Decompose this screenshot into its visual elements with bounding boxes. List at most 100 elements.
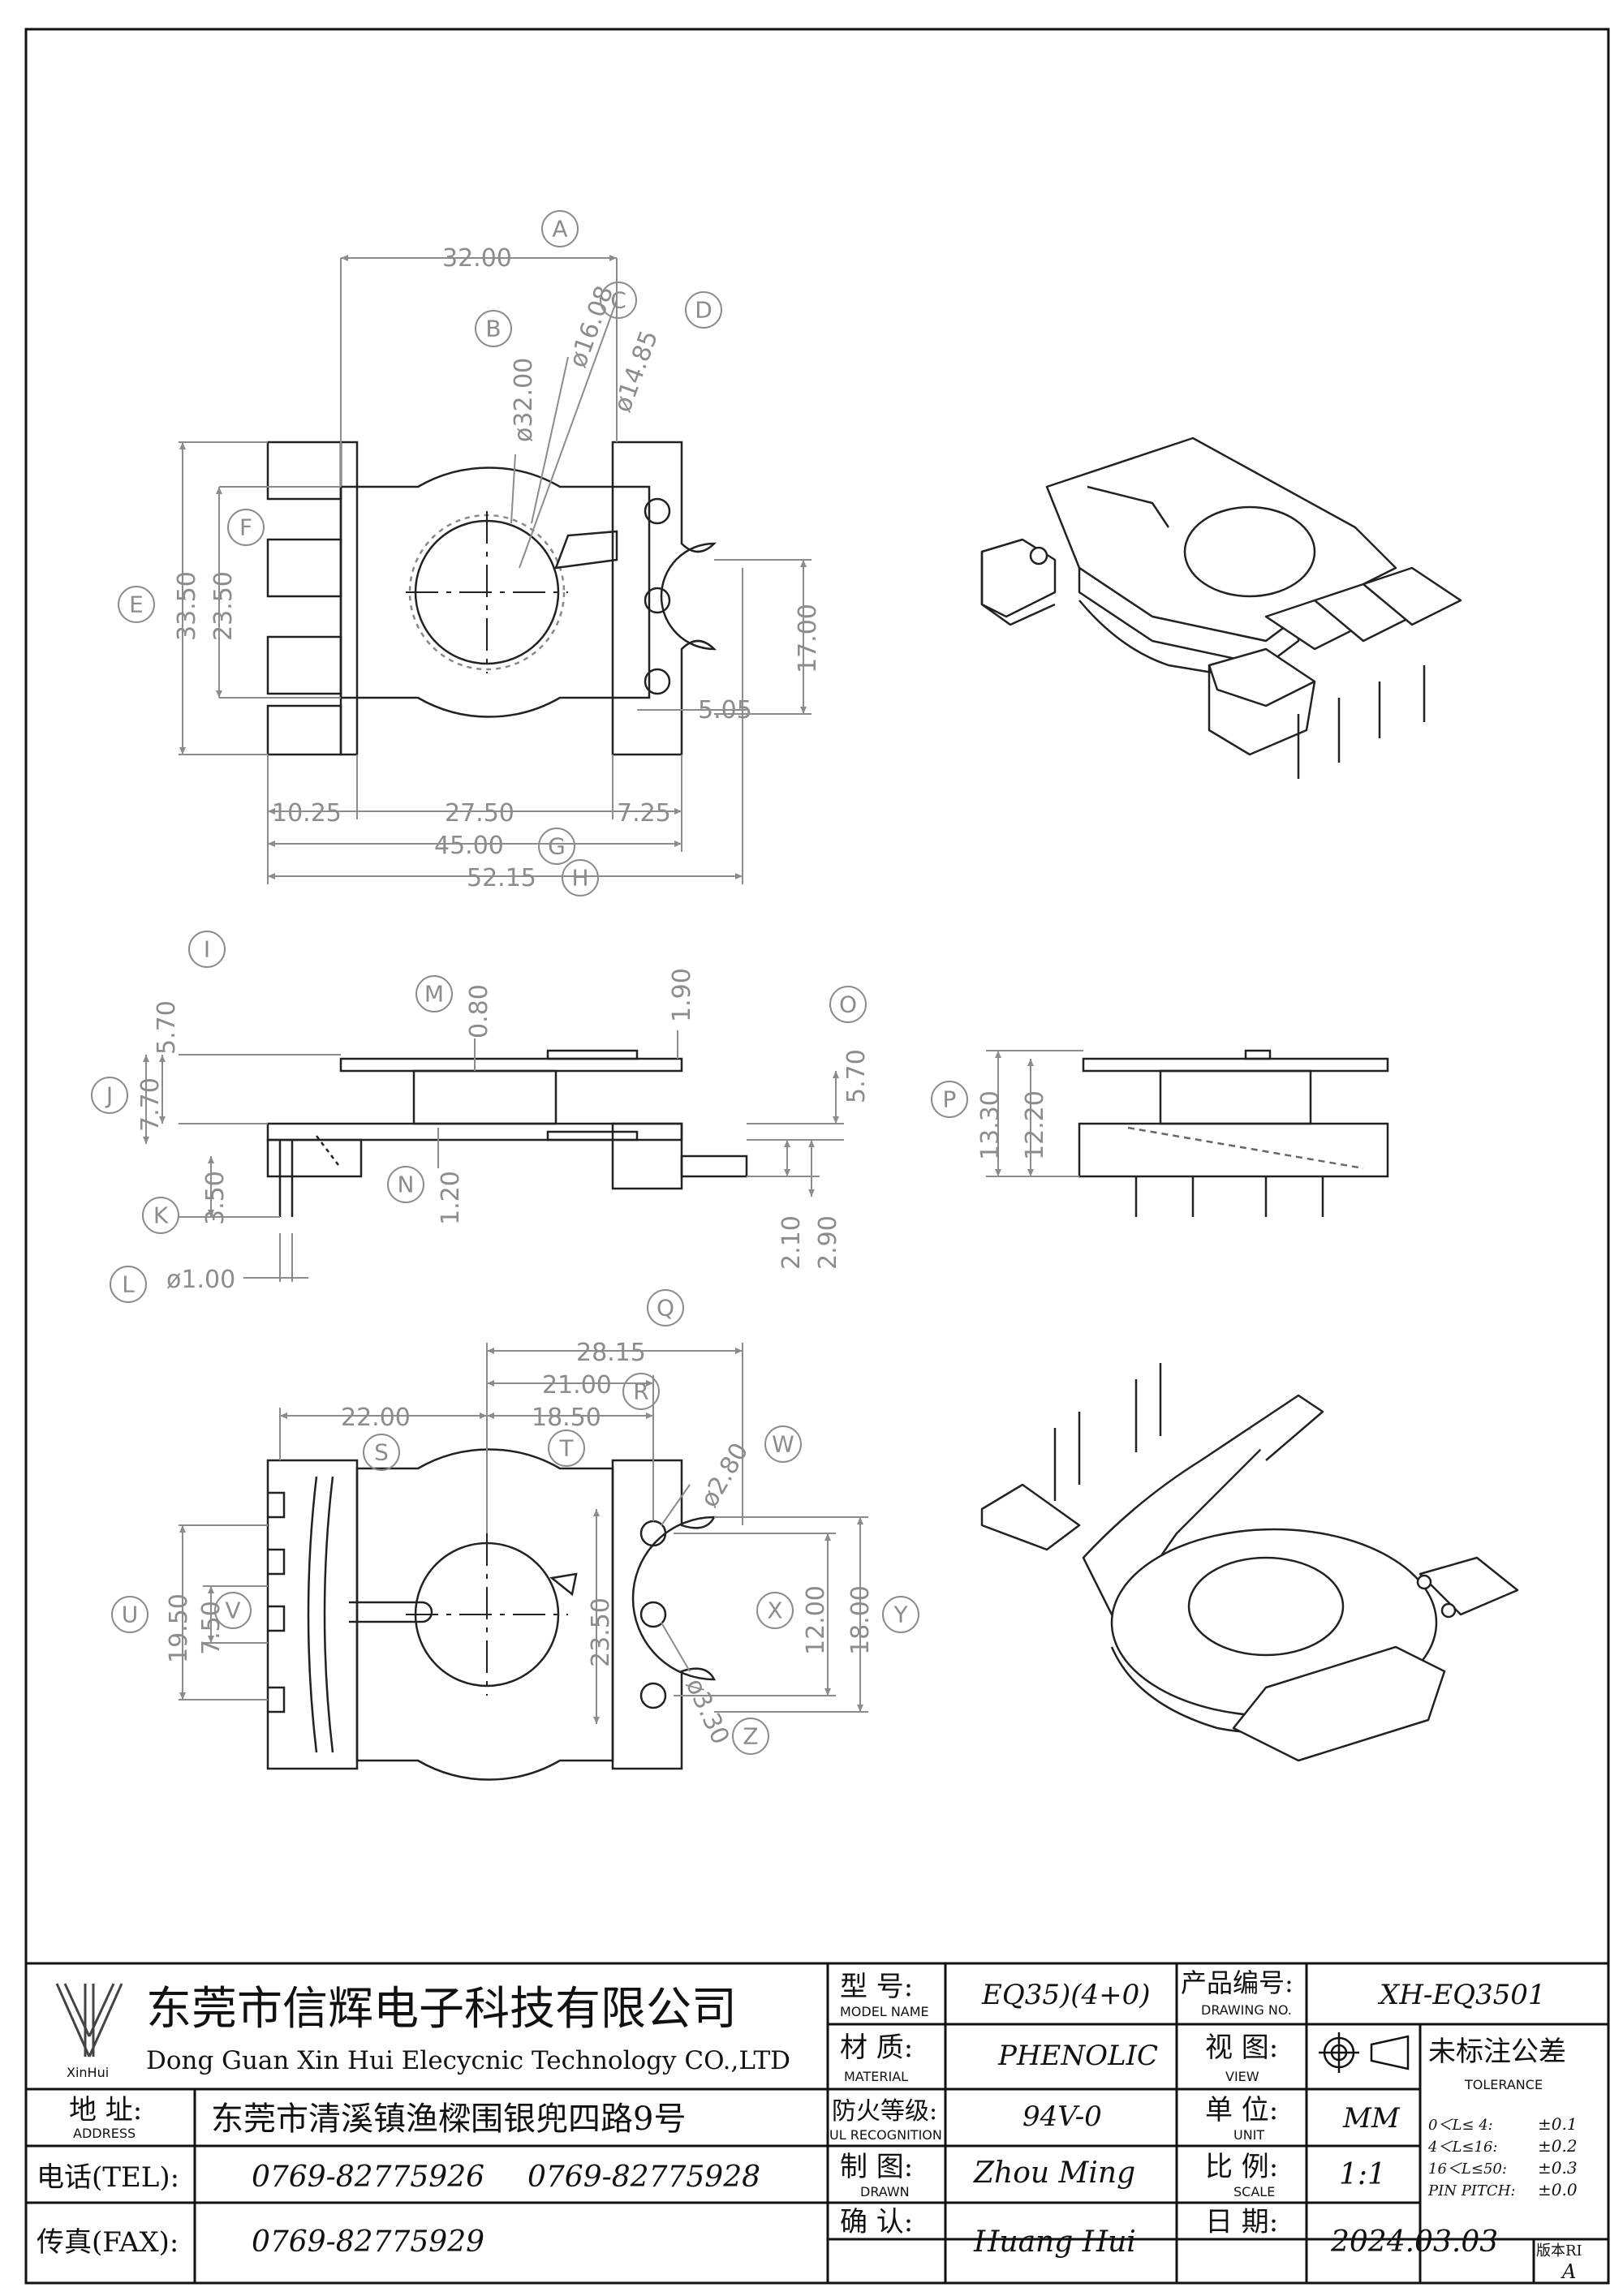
tolerance-value-2: ±0.2 xyxy=(1538,2136,1578,2156)
top-pin-2 xyxy=(266,538,342,598)
bubble-n: N xyxy=(398,1172,415,1198)
dim-2-90: 2.90 xyxy=(814,1215,842,1270)
top-pin-1 xyxy=(266,441,342,501)
dim-12: 12.00 xyxy=(802,1585,830,1655)
bubble-r: R xyxy=(633,1378,648,1405)
projection-symbol-icon xyxy=(1319,2032,1410,2073)
bubble-f: F xyxy=(239,514,252,541)
drawing-no-label-cn: 产品编号: xyxy=(1181,1967,1294,1998)
bubble-z: Z xyxy=(743,1723,758,1750)
dim-12-20: 12.20 xyxy=(1021,1090,1049,1160)
iso-view-bottom xyxy=(980,1363,1519,1762)
view-label-cn: 视 图: xyxy=(1205,2032,1278,2064)
top-pin-3 xyxy=(266,635,342,695)
tolerance-range-1: 0＜L≤ 4: xyxy=(1428,2117,1493,2134)
dim-18: 18.00 xyxy=(846,1585,875,1655)
unit-label-en: UNIT xyxy=(1233,2127,1264,2143)
bubble-h: H xyxy=(571,865,588,892)
dim-3-50: 3.50 xyxy=(201,1171,230,1225)
top-hole-3 xyxy=(644,668,671,695)
ul-value: 94V-0 xyxy=(1022,2100,1102,2133)
top-body-outline xyxy=(339,467,651,718)
drawn-label-en: DRAWN xyxy=(860,2184,910,2199)
dim-13-30: 13.30 xyxy=(976,1090,1005,1160)
top-pin-4 xyxy=(266,704,342,756)
ul-label-cn: 防火等级: xyxy=(832,2097,937,2126)
tolerance-range-2: 4＜L≤16: xyxy=(1427,2139,1497,2156)
bottom-view-dims xyxy=(179,1343,868,1724)
dim-52-15: 52.15 xyxy=(467,864,536,892)
dim-33-50: 33.50 xyxy=(173,571,201,641)
address-label-en: ADDRESS xyxy=(73,2126,136,2141)
dim-45: 45.00 xyxy=(434,832,504,860)
scale-label-en: SCALE xyxy=(1233,2184,1275,2199)
unit-label-cn: 单 位: xyxy=(1205,2094,1278,2126)
bubble-e: E xyxy=(129,591,144,618)
bubble-q: Q xyxy=(657,1295,674,1322)
bubble-j: J xyxy=(105,1082,113,1109)
dim-22: 22.00 xyxy=(341,1404,411,1432)
dim-0-80: 0.80 xyxy=(465,984,493,1038)
drawing-no-label-en: DRAWING NO. xyxy=(1201,2002,1292,2018)
fax-label: 传真(FAX): xyxy=(37,2226,179,2259)
company-logo xyxy=(55,1983,123,2057)
tolerance-value-3: ±0.3 xyxy=(1538,2158,1578,2178)
tolerance-value-4: ±0.0 xyxy=(1538,2180,1578,2199)
top-right-flange xyxy=(611,441,717,756)
view-label-en: VIEW xyxy=(1225,2069,1259,2084)
model-label-en: MODEL NAME xyxy=(840,2004,929,2019)
address-label-cn: 地 址: xyxy=(69,2094,142,2126)
top-hole-2 xyxy=(644,587,671,614)
dim-32: 32.00 xyxy=(442,244,512,273)
top-view-dims xyxy=(179,255,812,884)
dim-27-50: 27.50 xyxy=(445,799,514,828)
dim-23-50: 23.50 xyxy=(209,571,238,641)
date-value: 2024.03.03 xyxy=(1330,2225,1498,2259)
bubble-d: D xyxy=(695,297,712,324)
bubble-s: S xyxy=(374,1439,389,1466)
tolerance-label-cn: 未标注公差 xyxy=(1428,2036,1566,2068)
bubble-l: L xyxy=(122,1271,135,1298)
dim-18-50: 18.50 xyxy=(532,1404,601,1432)
bubble-g: G xyxy=(548,833,566,860)
dim-5-70b: 5.70 xyxy=(842,1049,871,1103)
dim-1-20: 1.20 xyxy=(437,1171,465,1225)
dim-7-70: 7.70 xyxy=(136,1077,165,1132)
bubble-u: U xyxy=(122,1602,139,1628)
logo-text: XinHui xyxy=(67,2065,109,2080)
unit-value: MM xyxy=(1342,2102,1401,2135)
company-en: Dong Guan Xin Hui Elecycnic Technology C… xyxy=(146,2046,790,2075)
bubble-p: P xyxy=(943,1086,957,1113)
version-label: 版本RI xyxy=(1536,2242,1582,2259)
tel-1: 0769-82775926 xyxy=(252,2161,484,2194)
dim-23-50b: 23.50 xyxy=(587,1597,615,1667)
drawn-label-cn: 制 图: xyxy=(840,2151,913,2183)
top-tab xyxy=(554,530,618,570)
address: 东莞市清溪镇渔樑围银兜四路9号 xyxy=(211,2100,686,2138)
bubble-t: T xyxy=(558,1435,574,1462)
side-view-dim-text: 5.70 7.70 0.80 1.90 5.70 1.20 3.50 ø1.00… xyxy=(136,968,1049,1294)
ul-label-en: UL RECOGNITION xyxy=(829,2127,942,2143)
bubble-i: I xyxy=(204,936,210,963)
side-view-bubbles xyxy=(91,931,968,1303)
model-value: EQ35)(4+0) xyxy=(981,1979,1151,2011)
scale-value: 1:1 xyxy=(1339,2158,1386,2191)
tolerance-range-4: PIN PITCH: xyxy=(1427,2182,1515,2199)
tolerance-label-en: TOLERANCE xyxy=(1464,2077,1543,2092)
date-label-cn: 日 期: xyxy=(1205,2206,1278,2238)
bubble-w: W xyxy=(772,1431,794,1458)
bubble-b: B xyxy=(485,316,501,342)
dim-phi2-8: ø2.80 xyxy=(695,1438,755,1512)
material-value: PHENOLIC xyxy=(997,2040,1158,2072)
dim-7-25: 7.25 xyxy=(617,799,671,828)
bottom-view xyxy=(266,1448,717,1781)
bubble-m: M xyxy=(424,981,444,1008)
side-view xyxy=(266,1049,748,1217)
tolerance-value-1: ±0.1 xyxy=(1538,2114,1578,2134)
material-label-en: MATERIAL xyxy=(844,2069,908,2084)
dim-10-25: 10.25 xyxy=(272,799,342,828)
check-value: Huang Hui xyxy=(973,2225,1136,2259)
top-view xyxy=(266,441,717,756)
bubble-c: C xyxy=(610,287,626,314)
